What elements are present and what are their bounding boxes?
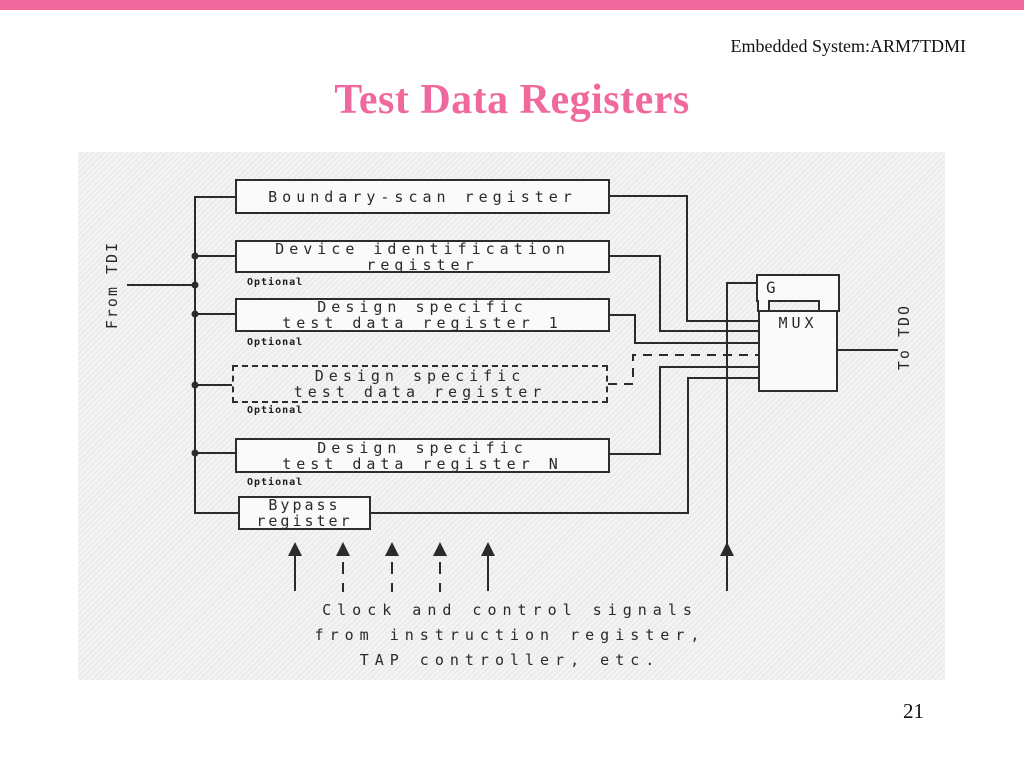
register-box-design-specific-1: Design specific test data register 1 [235,298,610,332]
register-box-design-specific-dashed: Design specific test data register [232,365,608,403]
wire-designN-to-mux [610,366,758,455]
optional-label-designN: Optional [247,477,304,488]
clock-control-caption: Clock and control signals from instructi… [314,601,706,669]
junction-dot [191,310,199,318]
page-title: Test Data Registers [334,77,690,123]
wire-boundary-to-mux [610,195,758,322]
top-accent-bar [0,0,1024,10]
optional-label-device: Optional [247,277,304,288]
arrowhead-1 [288,542,302,556]
arrowhead-4 [433,542,447,556]
wire-bypass-to-mux [371,377,758,514]
arrowhead-3 [385,542,399,556]
to-tdo-label: To TDO [895,303,913,371]
wire-design1-to-mux [610,314,758,344]
register-box-device-identification: Device identification register [235,240,610,273]
optional-label-design1: Optional [247,337,304,348]
optional-label-design-dashed: Optional [247,405,304,416]
tdi-bus-line [194,196,238,514]
junction-dot [191,449,199,457]
arrowhead-2 [336,542,350,556]
register-box-boundary-scan: Boundary-scan register [235,179,610,214]
page-number: 21 [903,699,924,723]
wire-select-to-g [726,282,756,591]
header-course-label: Embedded System:ARM7TDMI [730,36,967,56]
arrowhead-select [720,542,734,556]
wire-device-to-mux [610,255,758,332]
diagram-wires [127,195,898,592]
register-box-bypass: Bypass register [238,496,371,530]
wire-dashed-to-mux [608,354,758,385]
junction-dot [191,381,199,389]
junction-dot [191,281,199,289]
diagram-panel: From TDI To TDO Boundary-scan register D… [78,152,945,680]
g-box-tab-right [818,300,840,312]
from-tdi-label: From TDI [103,240,121,330]
junction-dot [191,252,199,260]
g-box-tab-left [757,300,770,312]
mux-select-g-box: G [756,274,840,302]
register-box-design-specific-n: Design specific test data register N [235,438,610,473]
mux-box: MUX [758,310,838,392]
arrowhead-5 [481,542,495,556]
